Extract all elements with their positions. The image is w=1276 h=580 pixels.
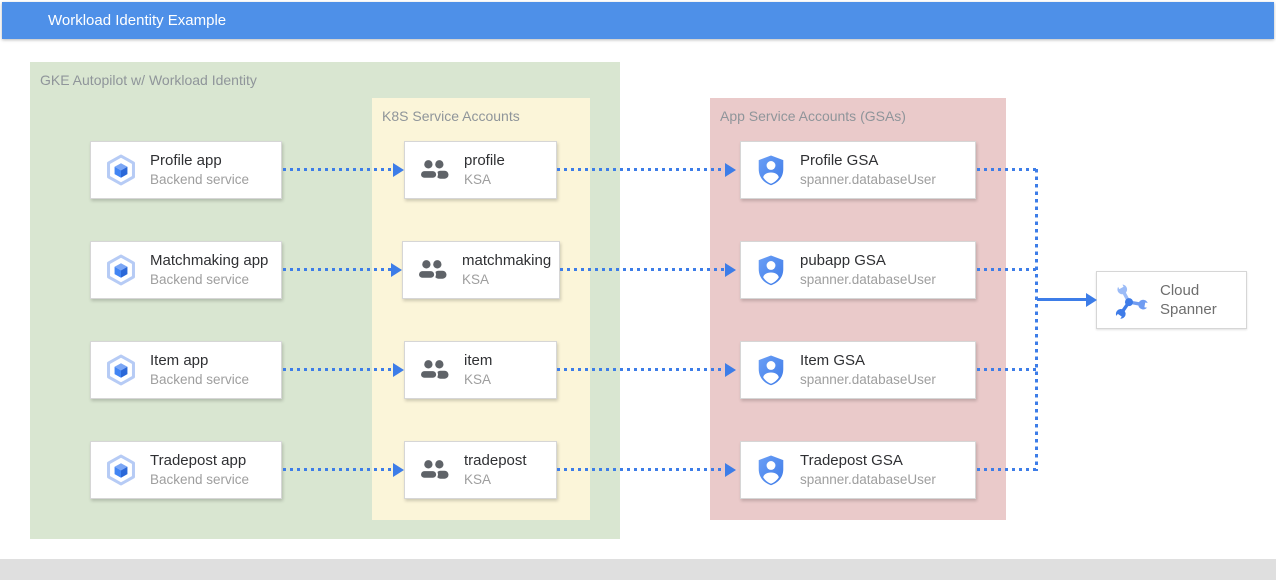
arrow-ksa-to-gsa-row2 (560, 268, 725, 271)
arrowhead-icon (725, 463, 736, 477)
node-text: Tradepost app Backend service (150, 451, 249, 488)
arrow-to-cloud-spanner (1037, 298, 1086, 301)
gke-hexagon-icon (104, 153, 138, 187)
node-profile-ksa: profile KSA (404, 141, 557, 199)
node-subtitle: KSA (464, 371, 492, 387)
footer-bar (0, 559, 1276, 580)
container-gke-label: GKE Autopilot w/ Workload Identity (40, 72, 257, 88)
line-gsa-row4-to-collector (977, 468, 1037, 471)
node-title: matchmaking (462, 252, 552, 270)
people-group-icon (418, 457, 452, 483)
node-text: Item GSA spanner.databaseUser (800, 351, 936, 388)
node-text: Tradepost GSA spanner.databaseUser (800, 451, 936, 488)
line-gsa-row3-to-collector (977, 368, 1037, 371)
node-text: Item app Backend service (150, 351, 249, 388)
node-title: item (464, 352, 493, 370)
line-gsa-row1-to-collector (977, 168, 1037, 171)
arrowhead-icon (725, 263, 736, 277)
node-profile-gsa: Profile GSA spanner.databaseUser (740, 141, 976, 199)
node-pubapp-gsa: pubapp GSA spanner.databaseUser (740, 241, 976, 299)
arrow-ksa-to-gsa-row4 (557, 468, 725, 471)
arrowhead-icon (725, 163, 736, 177)
arrowhead-icon (391, 263, 402, 277)
container-gsa-label: App Service Accounts (GSAs) (720, 108, 906, 124)
collector-vertical-line (1035, 169, 1038, 471)
node-title: Tradepost app (150, 452, 247, 470)
arrowhead-icon (1086, 293, 1097, 307)
node-title: pubapp GSA (800, 252, 886, 270)
people-group-icon (418, 357, 452, 383)
line-gsa-row2-to-collector (977, 268, 1037, 271)
node-item-gsa: Item GSA spanner.databaseUser (740, 341, 976, 399)
node-title: Tradepost GSA (800, 452, 903, 470)
node-title: Profile app (150, 152, 222, 170)
title-bar: Workload Identity Example (2, 2, 1274, 39)
arrowhead-icon (393, 463, 404, 477)
arrow-app-to-ksa-row4 (283, 468, 393, 471)
node-text: pubapp GSA spanner.databaseUser (800, 251, 936, 288)
node-title: Matchmaking app (150, 252, 269, 270)
shield-user-icon (754, 253, 788, 287)
node-item-app: Item app Backend service (90, 341, 282, 399)
gke-hexagon-icon (104, 353, 138, 387)
people-group-icon (416, 257, 450, 283)
node-text: tradepost KSA (464, 451, 527, 488)
node-subtitle: KSA (462, 271, 490, 287)
node-cloud-spanner: Cloud Spanner (1096, 271, 1247, 329)
gke-hexagon-icon (104, 453, 138, 487)
node-tradepost-ksa: tradepost KSA (404, 441, 557, 499)
node-text: profile KSA (464, 151, 505, 188)
node-subtitle: spanner.databaseUser (800, 371, 936, 387)
node-subtitle: Backend service (150, 471, 250, 487)
node-tradepost-gsa: Tradepost GSA spanner.databaseUser (740, 441, 976, 499)
node-profile-app: Profile app Backend service (90, 141, 282, 199)
shield-user-icon (754, 153, 788, 187)
node-subtitle: Backend service (150, 171, 250, 187)
container-ksa-label: K8S Service Accounts (382, 108, 520, 124)
people-group-icon (418, 157, 452, 183)
node-text: Profile app Backend service (150, 151, 249, 188)
arrowhead-icon (725, 363, 736, 377)
node-text: Matchmaking app Backend service (150, 251, 268, 288)
gke-hexagon-icon (104, 253, 138, 287)
node-text: Cloud Spanner (1160, 281, 1230, 320)
node-subtitle: KSA (464, 471, 492, 487)
node-item-ksa: item KSA (404, 341, 557, 399)
node-text: matchmaking KSA (462, 251, 551, 288)
arrow-app-to-ksa-row2 (283, 268, 391, 271)
node-title: Cloud Spanner (1160, 281, 1217, 319)
arrow-app-to-ksa-row3 (283, 368, 393, 371)
shield-user-icon (754, 353, 788, 387)
node-text: item KSA (464, 351, 492, 388)
node-matchmaking-ksa: matchmaking KSA (402, 241, 560, 299)
node-tradepost-app: Tradepost app Backend service (90, 441, 282, 499)
node-subtitle: Backend service (150, 271, 250, 287)
diagram-title: Workload Identity Example (48, 12, 227, 29)
node-subtitle: spanner.databaseUser (800, 271, 936, 287)
node-subtitle: spanner.databaseUser (800, 471, 936, 487)
node-title: tradepost (464, 452, 527, 470)
arrow-ksa-to-gsa-row1 (557, 168, 725, 171)
node-matchmaking-app: Matchmaking app Backend service (90, 241, 282, 299)
node-text: Profile GSA spanner.databaseUser (800, 151, 936, 188)
node-title: profile (464, 152, 505, 170)
node-subtitle: KSA (464, 171, 492, 187)
node-subtitle: Backend service (150, 371, 250, 387)
shield-user-icon (754, 453, 788, 487)
arrow-app-to-ksa-row1 (283, 168, 393, 171)
arrow-ksa-to-gsa-row3 (557, 368, 725, 371)
node-title: Item app (150, 352, 209, 370)
arrowhead-icon (393, 363, 404, 377)
node-subtitle: spanner.databaseUser (800, 171, 936, 187)
node-title: Item GSA (800, 352, 866, 370)
arrowhead-icon (393, 163, 404, 177)
node-title: Profile GSA (800, 152, 879, 170)
cloud-spanner-icon (1110, 281, 1148, 319)
